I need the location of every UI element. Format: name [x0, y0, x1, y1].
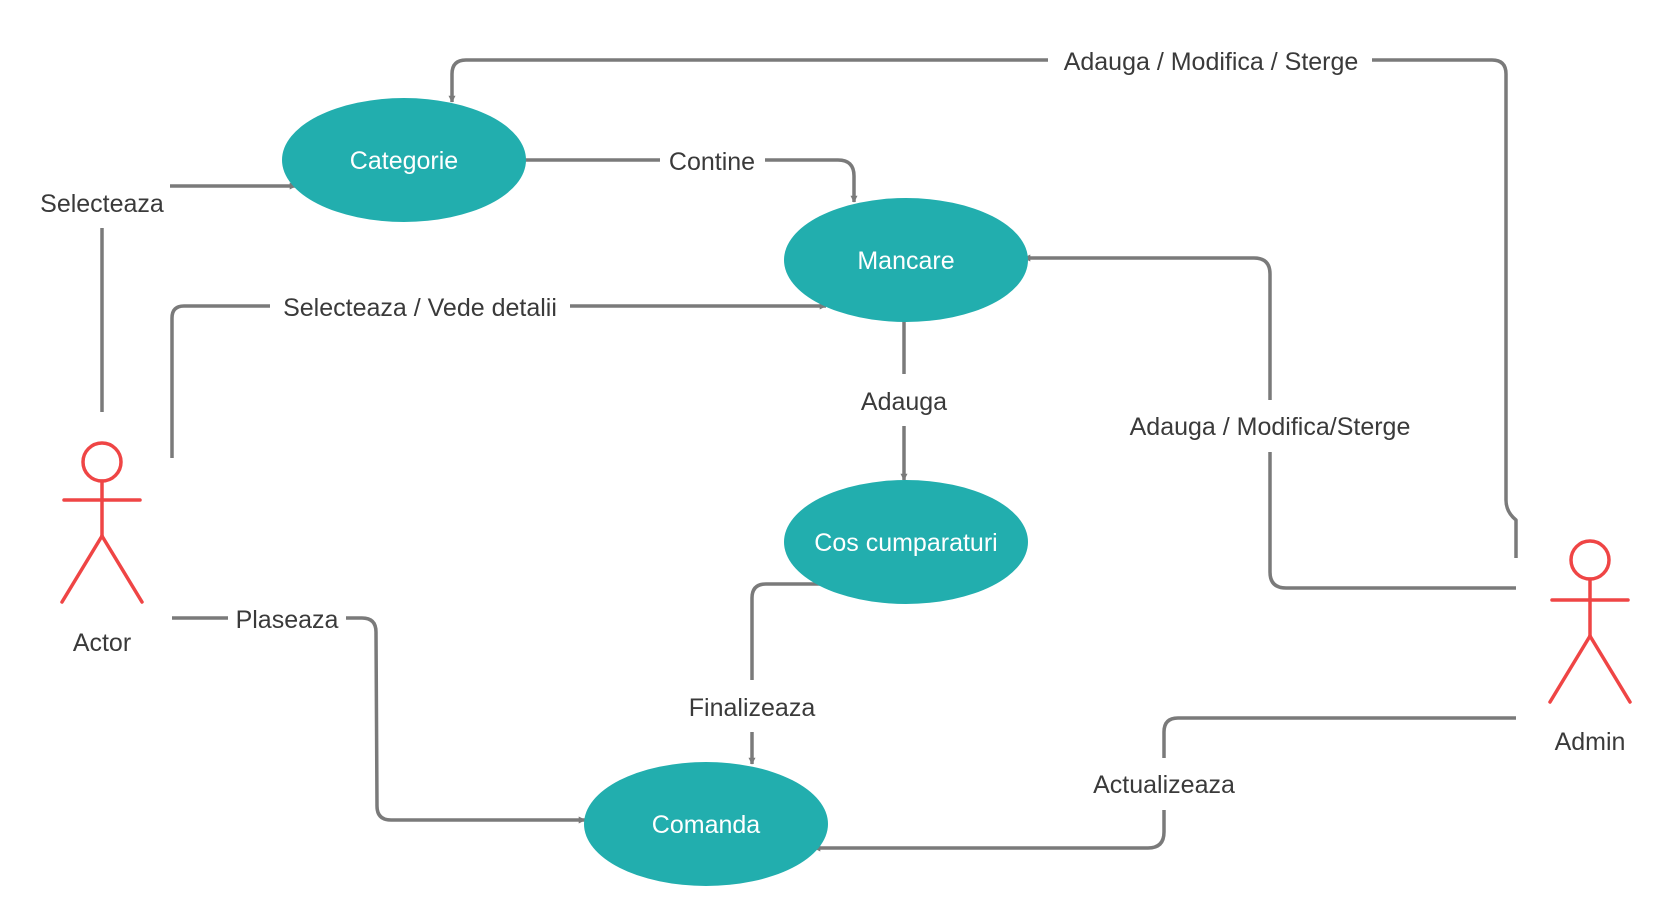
edge-line[interactable] [750, 582, 822, 680]
edge-label-adauga: Adauga [861, 388, 947, 416]
use-case-cos-cumparaturi[interactable]: Cos cumparaturi [784, 480, 1028, 604]
edge-line[interactable] [813, 810, 1166, 852]
use-case-ellipse[interactable] [282, 98, 526, 222]
use-case-mancare[interactable]: Mancare [784, 198, 1028, 322]
edge-label-finalizeaza: Finalizeaza [689, 694, 816, 722]
use-case-ellipse[interactable] [784, 480, 1028, 604]
actor-left-leg [60, 534, 104, 604]
use-case-categorie[interactable]: Categorie [282, 98, 526, 222]
edge-categorie-contine-mancare[interactable]: Contine [524, 148, 858, 203]
edge-actor-selecteaza-categorie[interactable]: Selecteaza [40, 182, 297, 412]
actor-right-leg [1588, 634, 1632, 704]
edge-label-selecteaza: Selecteaza [40, 190, 164, 218]
edge-label-plaseaza: Plaseaza [236, 606, 339, 634]
use-case-label: Mancare [857, 247, 954, 275]
edge-actor-plaseaza-comanda[interactable]: Plaseaza [172, 606, 586, 824]
actor-actor[interactable]: Actor [60, 441, 144, 657]
actor-stick-figure-icon[interactable] [60, 441, 144, 604]
use-case-label: Comanda [652, 811, 760, 839]
edge-admin-crud-categorie[interactable]: Adauga / Modifica / Sterge [448, 48, 1518, 558]
edge-label-contine: Contine [669, 148, 755, 176]
actor-left-leg [1548, 634, 1592, 704]
edge-line[interactable] [1162, 716, 1516, 758]
actor-right-leg [100, 534, 144, 604]
use-case-ellipse[interactable] [584, 762, 828, 886]
edge-cos-finalizeaza-comanda[interactable]: Finalizeaza [689, 582, 822, 765]
edge-line[interactable] [1372, 58, 1518, 558]
edge-label-crud-categorie: Adauga / Modifica / Sterge [1064, 48, 1359, 76]
actor-label: Actor [73, 629, 131, 657]
edge-label-vede-detalii: Selecteaza / Vede detalii [283, 294, 557, 322]
actor-head [81, 441, 123, 483]
use-case-comanda[interactable]: Comanda [584, 762, 828, 886]
edge-actor-vede-detalii-mancare[interactable]: Selecteaza / Vede detalii [170, 294, 827, 458]
edge-line[interactable] [765, 158, 858, 203]
use-case-label: Cos cumparaturi [814, 529, 997, 557]
use-case-ellipse[interactable] [784, 198, 1028, 322]
edge-admin-crud-mancare[interactable]: Adauga / Modifica/Sterge [1023, 254, 1516, 590]
edge-line[interactable] [1268, 452, 1516, 590]
admin-stick-figure-icon[interactable] [1548, 539, 1632, 704]
admin-label: Admin [1555, 728, 1626, 756]
edge-label-crud-mancare: Adauga / Modifica/Sterge [1130, 413, 1411, 441]
edge-admin-actualizeaza-comanda[interactable]: Actualizeaza [813, 716, 1516, 852]
actor-admin[interactable]: Admin [1548, 539, 1632, 756]
edge-line[interactable] [346, 616, 586, 824]
edge-line[interactable] [448, 58, 1048, 103]
edge-label-actualizeaza: Actualizeaza [1093, 771, 1235, 799]
use-case-label: Categorie [350, 147, 458, 175]
edge-line[interactable] [170, 304, 270, 458]
actor-head [1569, 539, 1611, 581]
edge-line[interactable] [1023, 254, 1272, 400]
edge-mancare-adauga-cos[interactable]: Adauga [861, 320, 947, 481]
